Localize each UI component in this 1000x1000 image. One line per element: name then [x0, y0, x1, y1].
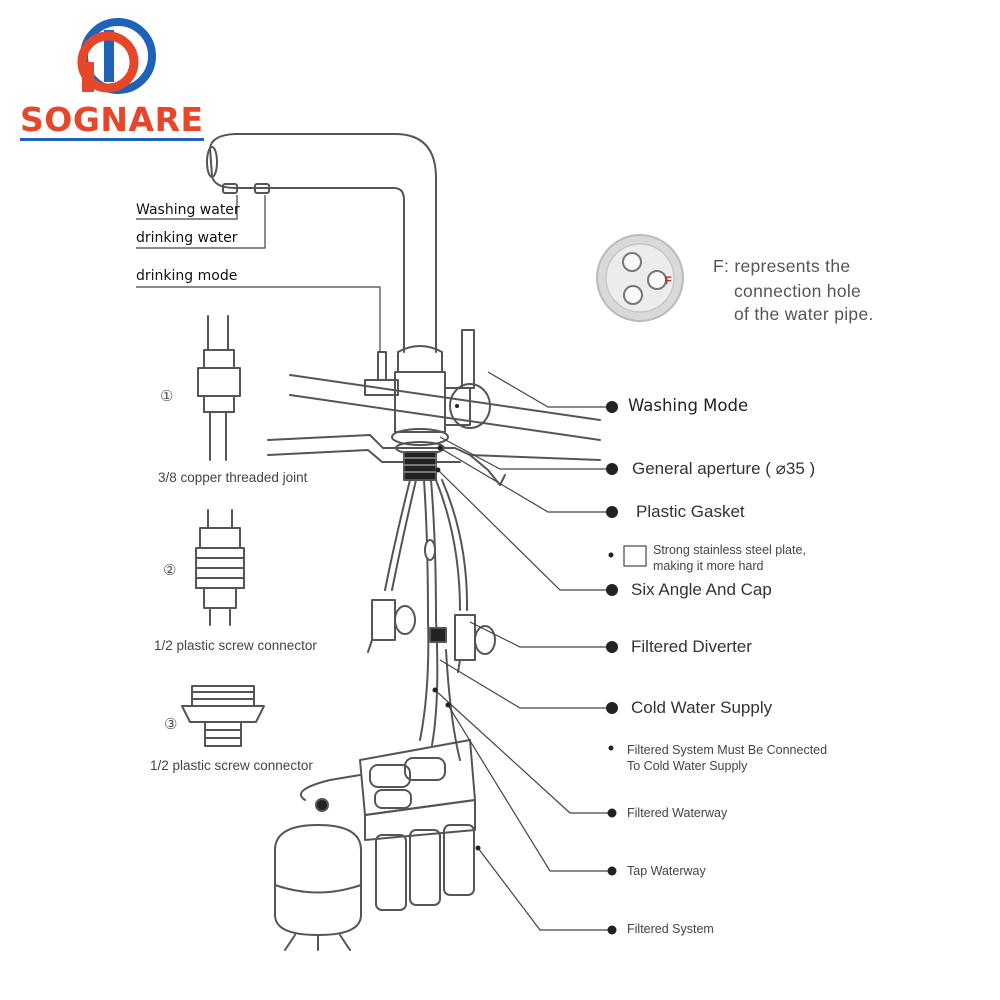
dot-general-aperture [606, 463, 618, 475]
brand-logo-icon [20, 18, 204, 141]
dot-filtered-note [608, 745, 614, 751]
dot-connector-hole-2 [455, 404, 459, 408]
connector-1-number: ① [160, 388, 174, 405]
leader-six-angle-cap [437, 469, 612, 591]
connector-2-number: ② [163, 562, 177, 579]
leader-washing-mode [487, 371, 612, 408]
steel-plate-icon [623, 545, 647, 567]
leader-filtered-diverter [469, 621, 612, 648]
general-aperture-label: General aperture ( ⌀35 ) [632, 459, 816, 478]
dot-steel-plate [608, 552, 614, 558]
leader-drinking-water [136, 195, 266, 249]
drinking-water-label: drinking water [136, 230, 238, 246]
filtered-note-line1: Filtered System Must Be Connected [627, 743, 828, 757]
connector-3-number: ③ [164, 716, 178, 733]
connector-1-drawing [197, 315, 241, 461]
brand-name: SOGNARE [20, 100, 204, 139]
filtered-diverter-label: Filtered Diverter [631, 637, 752, 656]
leader-filtered-waterway [434, 689, 612, 814]
tap-waterway-label: Tap Waterway [627, 864, 706, 878]
leader-plastic-gasket [439, 447, 612, 513]
faucet-body [364, 329, 491, 455]
dot-washing-mode [606, 401, 618, 413]
six-angle-cap-label: Six Angle And Cap [631, 580, 772, 599]
leader-general-aperture [439, 436, 612, 470]
hole-note-line2: connection hole [734, 281, 862, 301]
steel-plate-note-line1: Strong stainless steel plate, [653, 543, 806, 557]
hole-note-line3: of the water pipe. [734, 304, 874, 324]
faucet-spout [206, 133, 437, 353]
filter-system [274, 739, 476, 951]
washing-water-label: Washing water [136, 202, 240, 218]
dot-filtered-diverter [606, 641, 618, 653]
hole-note-line1: F: represents the [713, 256, 851, 276]
dot-plastic-gasket [606, 506, 618, 518]
connector-2-label: 1/2 plastic screw connector [154, 638, 317, 653]
connector-3-label: 1/2 plastic screw connector [150, 758, 313, 773]
dot-filtered-waterway [607, 808, 617, 818]
leader-tap-waterway [447, 704, 612, 872]
leader-washing-water [136, 195, 238, 220]
cold-water-supply-label: Cold Water Supply [631, 698, 773, 717]
dot-filtered-system [607, 925, 617, 935]
connector-1-label: 3/8 copper threaded joint [158, 470, 308, 485]
plastic-gasket-label: Plastic Gasket [636, 502, 745, 521]
filtered-note-line2: To Cold Water Supply [627, 759, 748, 773]
drinking-mode-label: drinking mode [136, 268, 238, 284]
angle-valves [367, 599, 496, 673]
filtered-waterway-label: Filtered Waterway [627, 806, 728, 820]
dot-cold-water-supply [606, 702, 618, 714]
leader-filtered-system [477, 847, 612, 931]
threaded-stem [403, 451, 437, 481]
connection-hole-icon [596, 234, 684, 322]
dot-tap-waterway [607, 866, 617, 876]
leader-cold-water-supply [439, 659, 612, 709]
connector-2-drawing [195, 509, 245, 626]
connector-3-drawing [181, 685, 265, 747]
washing-mode-label: Washing Mode [628, 396, 749, 415]
leader-drinking-mode [136, 286, 381, 352]
steel-plate-note-line2: making it more hard [653, 559, 764, 573]
filtered-system-label: Filtered System [627, 922, 714, 936]
dot-six-angle-cap [606, 584, 618, 596]
hole-letter: F [665, 275, 672, 287]
